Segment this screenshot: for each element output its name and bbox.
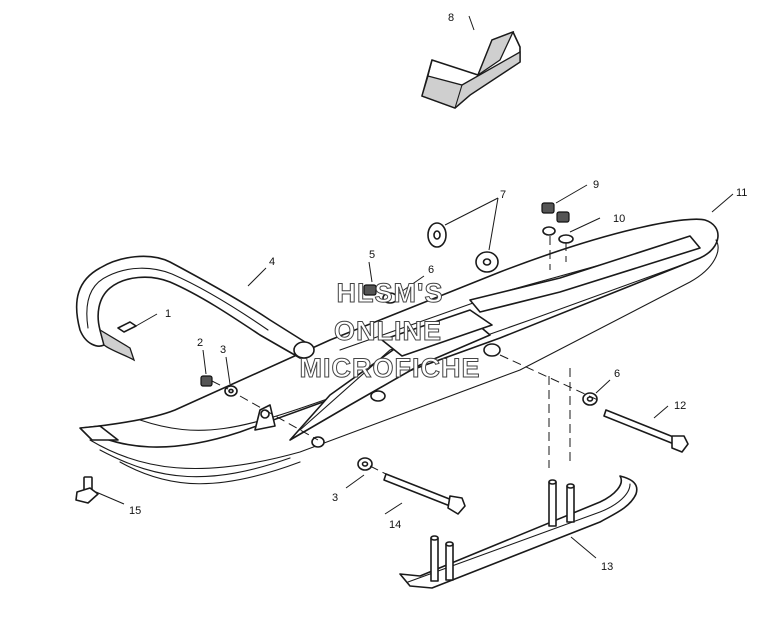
callout-6-right: 6 (614, 368, 620, 380)
callout-14: 14 (389, 519, 401, 531)
callout-5: 5 (369, 249, 375, 261)
part-14-bolt (383, 473, 466, 515)
callout-1: 1 (165, 308, 171, 320)
watermark-line-2: ONLINE (334, 316, 442, 346)
part-5-nut (363, 284, 377, 296)
part-3-washer-lower (357, 457, 373, 471)
assembly-lines (211, 236, 599, 475)
callout-9: 9 (593, 179, 599, 191)
callout-15: 15 (129, 505, 141, 517)
watermark-line-3: MICROFICHE (300, 353, 481, 383)
part-2-nut (200, 375, 213, 387)
part-13-runner (399, 475, 638, 589)
part-6-washer-upper (382, 292, 398, 304)
part-7-dampers (427, 222, 499, 273)
part-4-handle (75, 255, 315, 362)
callout-3-upper: 3 (220, 344, 226, 356)
callout-7: 7 (500, 189, 506, 201)
part-12-bolt (603, 409, 689, 453)
watermark-line-1: HLSM'S (337, 278, 444, 308)
part-6-washer-right (582, 392, 598, 406)
part-8-cushion (421, 30, 521, 109)
callout-12: 12 (674, 400, 686, 412)
part-11-ski-body (79, 218, 719, 485)
callout-13: 13 (601, 561, 613, 573)
part-10-washers (542, 226, 574, 244)
leader-lines (95, 15, 734, 559)
part-15-bolt (75, 476, 99, 504)
callout-2: 2 (197, 337, 203, 349)
callout-10: 10 (613, 213, 625, 225)
part-9-nuts (541, 202, 570, 223)
callout-3-lower: 3 (332, 492, 338, 504)
watermark: HLSM'S ONLINE MICROFICHE (299, 278, 481, 384)
callout-8: 8 (448, 12, 454, 24)
callout-4: 4 (269, 256, 275, 268)
part-1-pad (117, 321, 137, 333)
part-3-washer-upper (224, 385, 238, 397)
callout-labels: 8 1 2 3 4 5 6 7 9 10 11 6 12 3 14 13 15 (129, 12, 747, 573)
callout-11: 11 (736, 187, 747, 199)
callout-6-upper: 6 (428, 264, 434, 276)
